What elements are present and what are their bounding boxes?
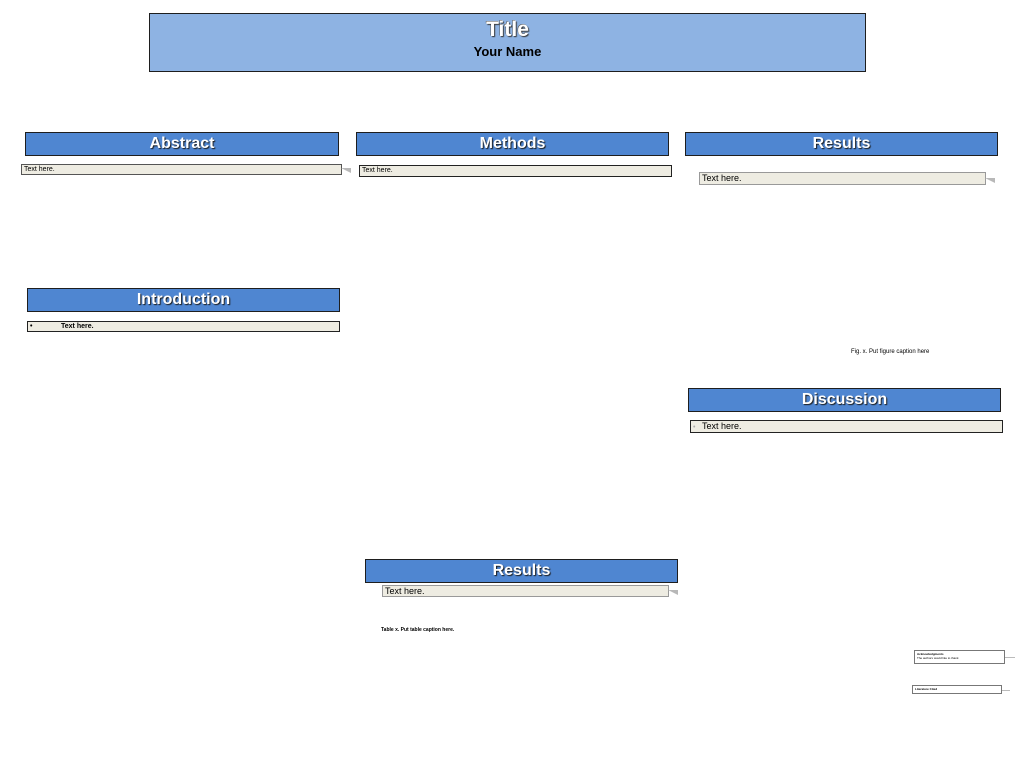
methods-heading[interactable]: Methods [356,132,669,156]
abstract-fold-icon [341,168,351,173]
abstract-heading[interactable]: Abstract [25,132,339,156]
literature-heading: Literature Cited [915,687,938,691]
results-bottom-text[interactable]: Text here. [382,585,669,597]
results-fold-icon [985,178,995,183]
acknowledgments-connector [1005,657,1015,658]
introduction-text: Text here. [61,323,94,330]
acknowledgments-box[interactable]: Acknowledgments The authors would like t… [914,650,1005,664]
bullet-icon: • [30,323,33,330]
poster-title[interactable]: Title [486,18,529,41]
literature-connector [1002,690,1010,691]
bullet-icon: • [693,424,696,431]
abstract-text[interactable]: Text here. [21,164,342,175]
results-heading[interactable]: Results [685,132,998,156]
title-banner: Title Your Name [149,13,866,72]
results-text[interactable]: Text here. [699,172,986,185]
acknowledgments-text: The authors would like to thank [917,656,959,660]
discussion-heading[interactable]: Discussion [688,388,1001,412]
introduction-heading[interactable]: Introduction [27,288,340,312]
literature-box[interactable]: Literature Cited [912,685,1002,694]
results-bottom-heading[interactable]: Results [365,559,678,583]
discussion-text-box[interactable]: • Text here. [690,420,1003,433]
introduction-text-box[interactable]: • Text here. [27,321,340,332]
methods-text[interactable]: Text here. [359,165,672,177]
acknowledgments-heading: Acknowledgments [917,652,944,656]
figure-caption[interactable]: Fig. x. Put figure caption here [851,349,930,355]
table-caption[interactable]: Table x. Put table caption here. [381,627,455,633]
results-bottom-fold-icon [668,590,678,595]
author-name[interactable]: Your Name [473,44,542,59]
discussion-text: Text here. [702,421,742,431]
